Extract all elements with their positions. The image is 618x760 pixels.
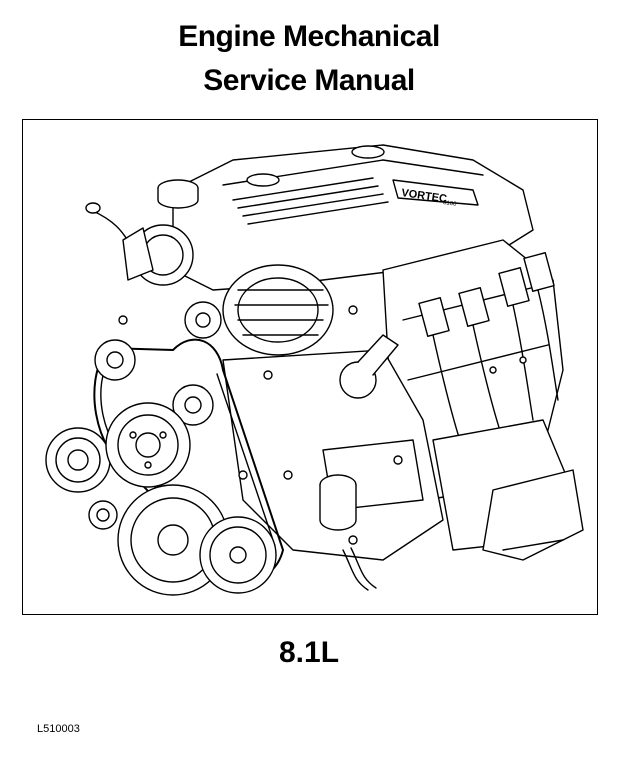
engine-displacement: 8.1L bbox=[278, 636, 340, 669]
engine-illustration-frame: VORTEC 8100 bbox=[22, 119, 598, 615]
engine-illustration: VORTEC 8100 bbox=[45, 144, 584, 596]
document-title-line1: Engine Mechanical bbox=[178, 20, 440, 53]
document-title-line2: Service Manual bbox=[203, 64, 415, 97]
engine-badge-sub: 8100 bbox=[443, 200, 458, 208]
illustration-code: L510003 bbox=[37, 723, 80, 735]
